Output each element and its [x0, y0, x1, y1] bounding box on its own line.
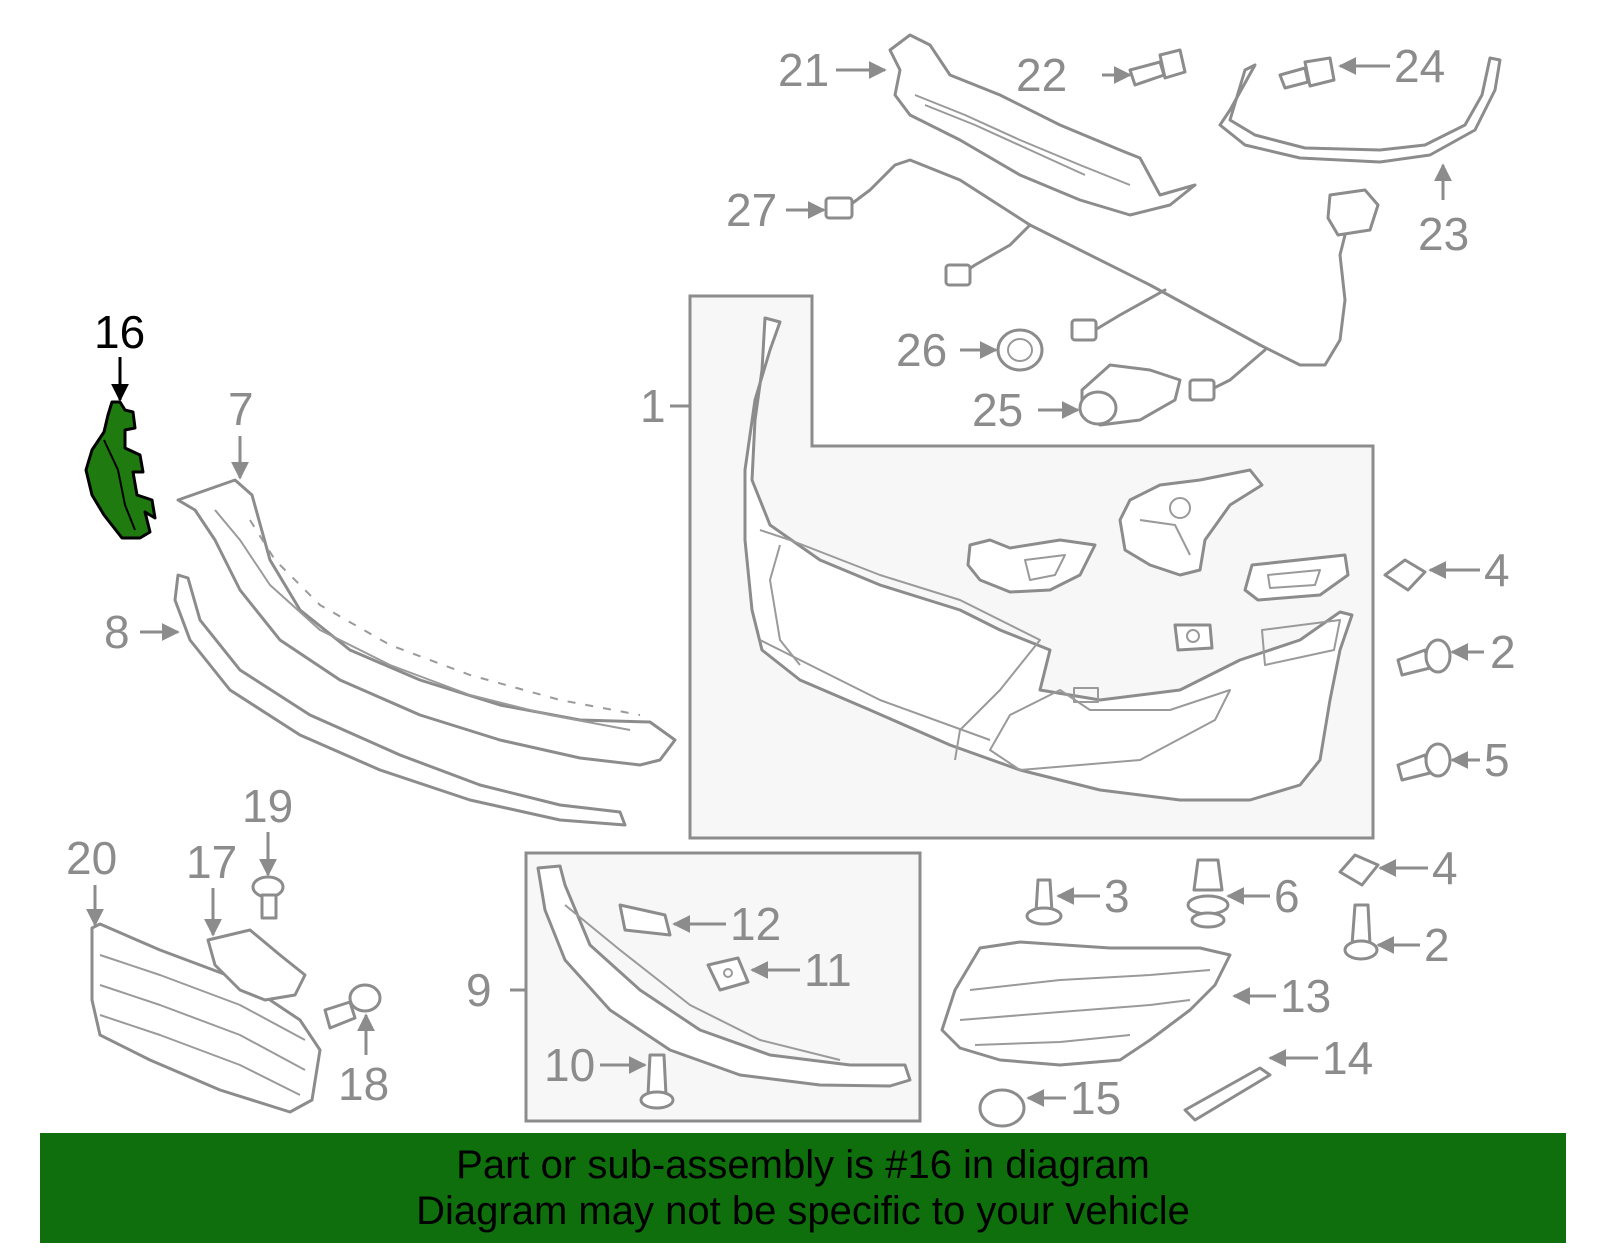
callout-1: 1 — [640, 380, 666, 432]
callout-4-upper: 4 — [1484, 544, 1510, 596]
footer-line-2: Diagram may not be specific to your vehi… — [416, 1189, 1190, 1233]
callout-12: 12 — [730, 898, 781, 950]
nut-19 — [251, 875, 285, 920]
wiring-harness-27 — [824, 158, 1380, 402]
callout-27: 27 — [726, 184, 777, 236]
callout-26: 26 — [896, 324, 947, 376]
trim-14 — [1183, 1066, 1272, 1122]
footer-banner: Part or sub-assembly is #16 in diagram D… — [40, 1133, 1566, 1243]
lower-valance-part — [536, 864, 912, 1088]
callout-19: 19 — [242, 780, 293, 832]
cap-15 — [978, 1088, 1026, 1128]
bracket-23 — [1218, 56, 1502, 164]
screw-2-lower — [1343, 903, 1379, 961]
stud-3 — [1025, 878, 1063, 926]
callout-18: 18 — [338, 1058, 389, 1110]
callout-16: 16 — [94, 306, 145, 358]
trim-strip-8 — [173, 573, 627, 827]
callout-4-lower: 4 — [1432, 842, 1458, 894]
clip-nut-4-lower — [1338, 853, 1380, 887]
grille-20 — [90, 922, 322, 1114]
fog-lamp-cover-right — [1243, 553, 1350, 602]
highlighted-part-16 — [84, 400, 157, 540]
bumper-bracket-7 — [176, 478, 677, 767]
callout-5: 5 — [1484, 734, 1510, 786]
callout-6: 6 — [1274, 870, 1300, 922]
callout-2-upper: 2 — [1490, 626, 1516, 678]
callout-22: 22 — [1016, 49, 1067, 101]
footer-line-1: Part or sub-assembly is #16 in diagram — [456, 1143, 1150, 1187]
clip-nut-4-upper — [1383, 558, 1427, 592]
clip-6 — [1186, 858, 1230, 929]
callout-14: 14 — [1322, 1032, 1373, 1084]
clip-11 — [706, 956, 750, 992]
screw-2-upper — [1396, 638, 1452, 677]
lower-grille-13 — [940, 940, 1232, 1067]
energy-absorber-21 — [888, 33, 1197, 217]
callout-2-lower: 2 — [1424, 919, 1450, 971]
callout-13: 13 — [1280, 970, 1331, 1022]
bolt-24 — [1278, 56, 1336, 90]
fog-lamp-bracket-right-upper — [1118, 468, 1264, 577]
callout-15: 15 — [1070, 1072, 1121, 1124]
callout-7: 7 — [228, 383, 254, 435]
callout-3: 3 — [1104, 870, 1130, 922]
callout-9: 9 — [466, 964, 492, 1016]
callout-10: 10 — [544, 1039, 595, 1091]
bolt-18 — [323, 983, 382, 1030]
callout-17: 17 — [186, 836, 237, 888]
parking-sensor-25 — [1078, 363, 1182, 427]
callout-25: 25 — [972, 384, 1023, 436]
grommet-26 — [996, 328, 1044, 372]
screw-5 — [1396, 742, 1452, 782]
bracket-small-center — [1173, 623, 1214, 652]
callout-23: 23 — [1418, 208, 1469, 260]
callout-8: 8 — [104, 606, 130, 658]
callout-24: 24 — [1394, 40, 1445, 92]
trim-piece-12 — [618, 903, 672, 937]
callout-11: 11 — [804, 944, 852, 996]
callout-20: 20 — [66, 832, 117, 884]
screw-10 — [639, 1053, 675, 1110]
bolt-22 — [1128, 48, 1187, 87]
bumper-cover-part — [743, 316, 1354, 802]
bracket-17 — [206, 928, 307, 1002]
callout-21: 21 — [778, 44, 829, 96]
fog-lamp-bracket-left — [966, 538, 1097, 594]
